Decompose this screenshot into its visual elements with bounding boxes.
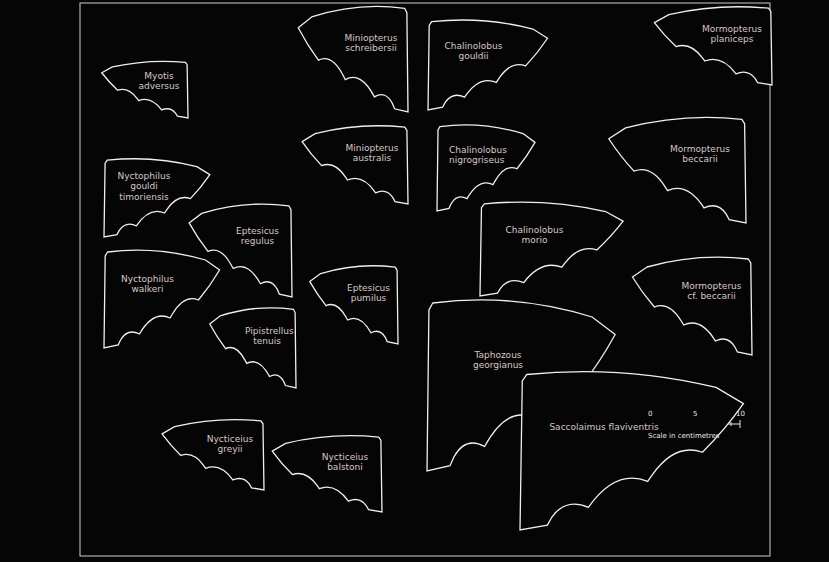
species-name: Miniopterus australis bbox=[345, 143, 399, 164]
wing-shape bbox=[606, 115, 746, 223]
species-name: Taphozous georgianus bbox=[450, 350, 546, 371]
wing-shape bbox=[480, 200, 626, 296]
species-name: Chalinolobus morio bbox=[498, 225, 571, 246]
wing-outline: Nyctophilus walkeri bbox=[104, 248, 222, 348]
species-name: Mormopterus planiceps bbox=[702, 24, 762, 45]
wing-shape bbox=[300, 124, 408, 204]
species-name: Mormopterus beccarii bbox=[665, 144, 735, 165]
wing-outline: Nycticeius balstoni bbox=[270, 434, 382, 512]
wing-shape bbox=[160, 418, 264, 490]
wing-outline: Chalinolobus gouldii bbox=[428, 18, 550, 110]
species-name: Mormopterus cf. beccarii bbox=[681, 281, 742, 302]
scale-number: 5 bbox=[693, 410, 697, 418]
species-name: Nycticeius greyii bbox=[204, 434, 256, 455]
species-name: Nycticeius balstoni bbox=[317, 452, 373, 473]
wing-shape bbox=[270, 434, 382, 512]
wing-outline: Myotis adversus bbox=[100, 60, 188, 118]
wing-shape bbox=[308, 264, 398, 344]
wing-outline: Mormopterus planiceps bbox=[652, 5, 772, 85]
species-name: Chalinolobus gouldii bbox=[443, 41, 504, 62]
species-name: Pipistrellus tenuis bbox=[245, 326, 289, 347]
wing-outline: Nycticeius greyii bbox=[160, 418, 264, 490]
wing-outline: Mormopterus beccarii bbox=[606, 115, 746, 223]
wing-shape bbox=[104, 248, 222, 348]
species-name: Saccolaimus flaviventris bbox=[547, 422, 661, 432]
wing-shape bbox=[652, 5, 772, 85]
wing-outline: Chalinolobus nigrogriseus bbox=[437, 123, 537, 211]
wing-shape bbox=[208, 306, 296, 388]
species-name: Chalinolobus nigrogriseus bbox=[449, 145, 499, 166]
species-name: Miniopterus schreibersii bbox=[343, 33, 399, 54]
species-name: Eptesicus pumilus bbox=[346, 283, 391, 304]
wing-shape bbox=[630, 255, 752, 355]
wing-shape bbox=[428, 18, 550, 110]
wing-outline: Miniopterus australis bbox=[300, 124, 408, 204]
scale-number: 10 bbox=[736, 410, 745, 418]
wing-shape bbox=[520, 368, 748, 530]
wing-outline: Miniopterus schreibersii bbox=[296, 4, 408, 112]
species-name: Nyctophilus walkeri bbox=[118, 274, 177, 295]
wing-shape bbox=[296, 4, 408, 112]
species-name: Eptesicus regulus bbox=[231, 226, 284, 247]
wing-outline: Saccolaimus flaviventris bbox=[520, 368, 748, 530]
species-name: Myotis adversus bbox=[137, 71, 181, 92]
wing-shape bbox=[437, 123, 537, 211]
wing-outline: Pipistrellus tenuis bbox=[208, 306, 296, 388]
wing-outline: Chalinolobus morio bbox=[480, 200, 626, 296]
wing-outline: Mormopterus cf. beccarii bbox=[630, 255, 752, 355]
frame-border bbox=[80, 3, 770, 556]
scale-caption: Scale in centimetres bbox=[648, 432, 720, 440]
scale-number: 0 bbox=[648, 410, 652, 418]
species-name: Nyctophilus gouldi timoriensis bbox=[117, 171, 171, 202]
wing-outline: Eptesicus pumilus bbox=[308, 264, 398, 344]
